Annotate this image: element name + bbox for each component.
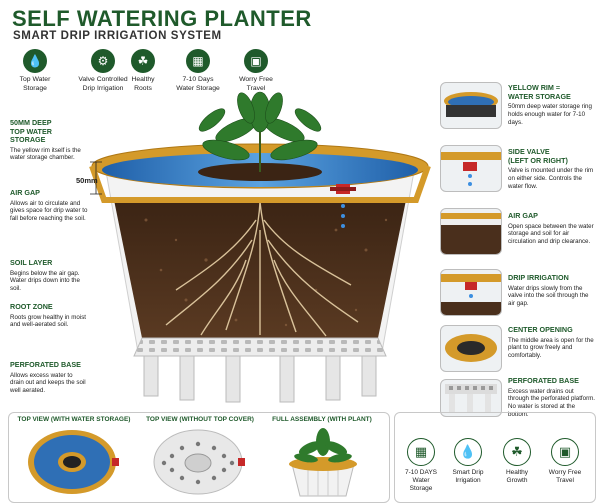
planter-cross-section — [89, 91, 431, 403]
water-drop-icon: 💧 — [23, 49, 47, 73]
calendar-icon: ▦ — [186, 49, 210, 73]
thumb-side-valve — [440, 145, 502, 192]
valve-icon: ⚙ — [91, 49, 115, 73]
thumb-center-opening — [440, 325, 502, 372]
view-title-with-water: TOP VIEW (WITH WATER STORAGE) — [17, 416, 131, 423]
label-top-water-storage: 50MM DEEP TOP WATER STORAGE The yellow r… — [10, 118, 81, 162]
leaf-icon: ☘ — [503, 438, 531, 466]
root-zone — [165, 201, 359, 337]
page-subtitle: SMART DRIP IRRIGATION SYSTEM — [13, 30, 222, 42]
side-valve — [330, 184, 356, 228]
top-view-without-cover — [153, 429, 245, 495]
label-side-valve: SIDE VALVE (LEFT OR RIGHT) Valve is moun… — [508, 147, 594, 190]
label-air-gap-right: AIR GAP Open space between the water sto… — [508, 211, 594, 246]
suitcase-icon: ▣ — [244, 49, 268, 73]
drip-icon: 💧 — [454, 438, 482, 466]
thumb-air-gap — [440, 208, 502, 255]
label-yellow-rim: YELLOW RIM = WATER STORAGE 50mm deep wat… — [508, 83, 592, 126]
view-title-full-assembly: FULL ASSEMBLY (WITH PLANT) — [272, 416, 372, 423]
suitcase-icon: ▣ — [551, 438, 579, 466]
view-title-without-cover: TOP VIEW (WITHOUT TOP COVER) — [146, 416, 254, 423]
leaf-icon: ☘ — [131, 49, 155, 73]
calendar-icon: ▦ — [407, 438, 435, 466]
base-feet — [143, 355, 377, 403]
plant — [198, 91, 322, 172]
full-assembly-with-plant — [289, 428, 357, 497]
top-view-with-water — [28, 430, 119, 494]
label-air-gap-left: AIR GAP Allows air to circulate and give… — [10, 188, 88, 223]
page-title: SELF WATERING PLANTER — [12, 6, 312, 31]
depth-dimension: 50mm — [76, 176, 98, 185]
label-center-opening: CENTER OPENING The middle area is open f… — [508, 325, 594, 360]
perforated-platform — [133, 337, 387, 357]
label-root-zone: ROOT ZONE Roots grow healthy in moist an… — [10, 302, 87, 329]
label-soil-layer: SOIL LAYER Begins below the air gap. Wat… — [10, 258, 80, 293]
thumb-perforated-base — [440, 379, 502, 417]
label-perforated-base-left: PERFORATED BASE Allows excess water to d… — [10, 360, 86, 395]
thumb-yellow-rim — [440, 82, 502, 129]
label-drip-irrigation: DRIP IRRIGATION Water drips slowly from … — [508, 273, 589, 308]
label-perforated-base-right: PERFORATED BASE Excess water drains out … — [508, 376, 596, 418]
thumb-drip-irrigation — [440, 269, 502, 316]
